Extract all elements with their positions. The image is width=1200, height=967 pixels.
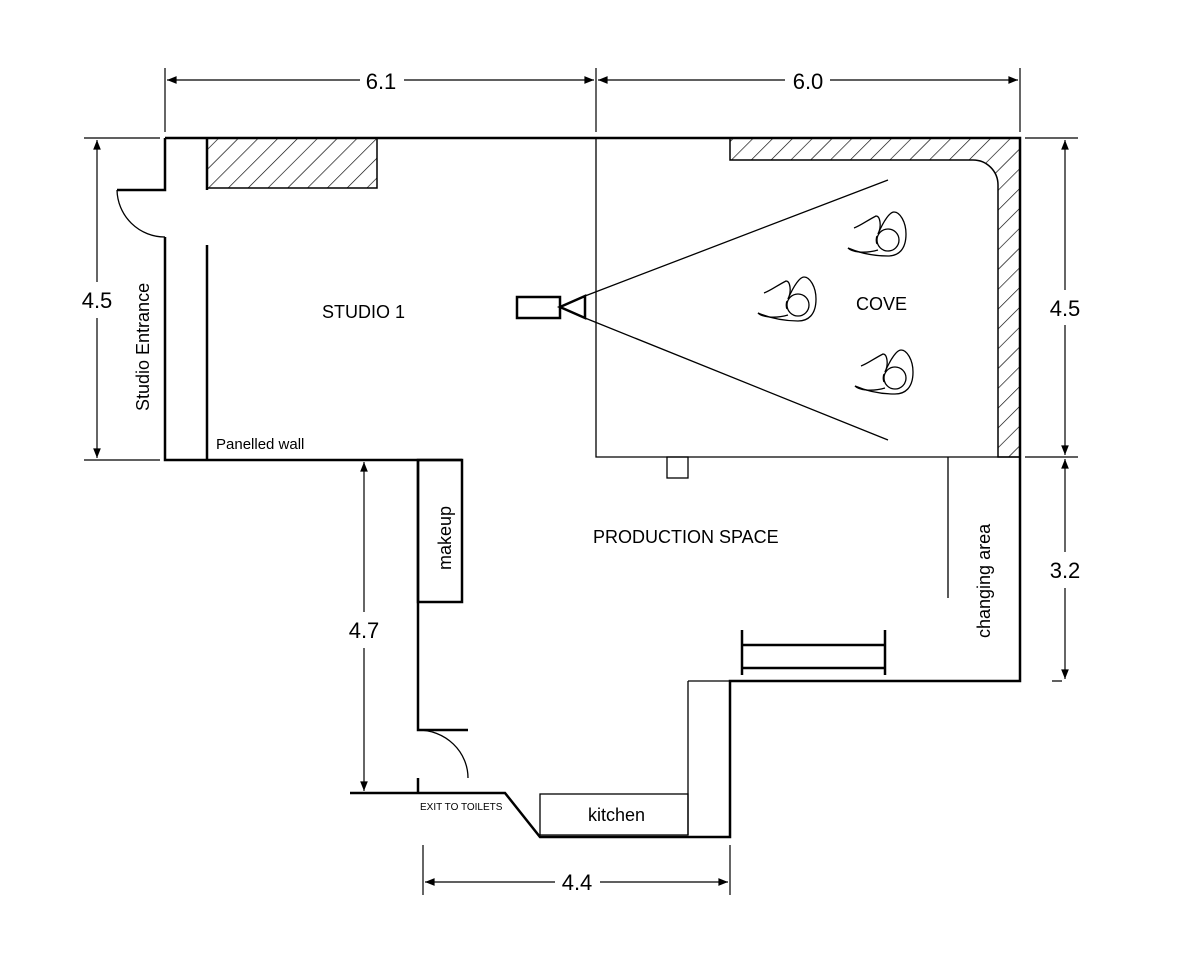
label-kitchen: kitchen xyxy=(588,805,645,825)
label-makeup: makeup xyxy=(435,506,455,570)
floor-box xyxy=(666,456,689,479)
label-production: PRODUCTION SPACE xyxy=(593,527,779,547)
person-icon xyxy=(757,276,817,322)
label-studio: STUDIO 1 xyxy=(322,302,405,322)
makeup-counter xyxy=(416,458,464,604)
label-studio-entrance: Studio Entrance xyxy=(133,283,153,411)
dim-middle: 4.7 xyxy=(349,618,380,643)
entrance-door[interactable] xyxy=(116,189,166,238)
kitchen-counter xyxy=(539,793,689,836)
camera-icon xyxy=(515,179,889,441)
label-panelled-wall: Panelled wall xyxy=(216,436,304,453)
dim-top-right: 6.0 xyxy=(793,69,824,94)
dim-left: 4.5 xyxy=(82,288,113,313)
label-exit-toilets: EXIT TO TOILETS xyxy=(420,802,503,813)
dim-bottom: 4.4 xyxy=(562,870,593,895)
dim-top-left: 6.1 xyxy=(366,69,397,94)
person-icon xyxy=(854,349,914,395)
hatched-panel-studio xyxy=(206,137,378,189)
walls xyxy=(117,136,1022,839)
label-cove: COVE xyxy=(856,294,907,314)
dim-right-lower: 3.2 xyxy=(1050,558,1081,583)
label-changing-area: changing area xyxy=(974,523,994,638)
bench xyxy=(740,630,887,675)
dim-right-upper: 4.5 xyxy=(1050,296,1081,321)
toilet-exit-door[interactable] xyxy=(417,729,469,779)
person-icon xyxy=(847,211,907,257)
cove-outline xyxy=(595,138,1020,458)
dimension-lines xyxy=(84,68,1078,895)
